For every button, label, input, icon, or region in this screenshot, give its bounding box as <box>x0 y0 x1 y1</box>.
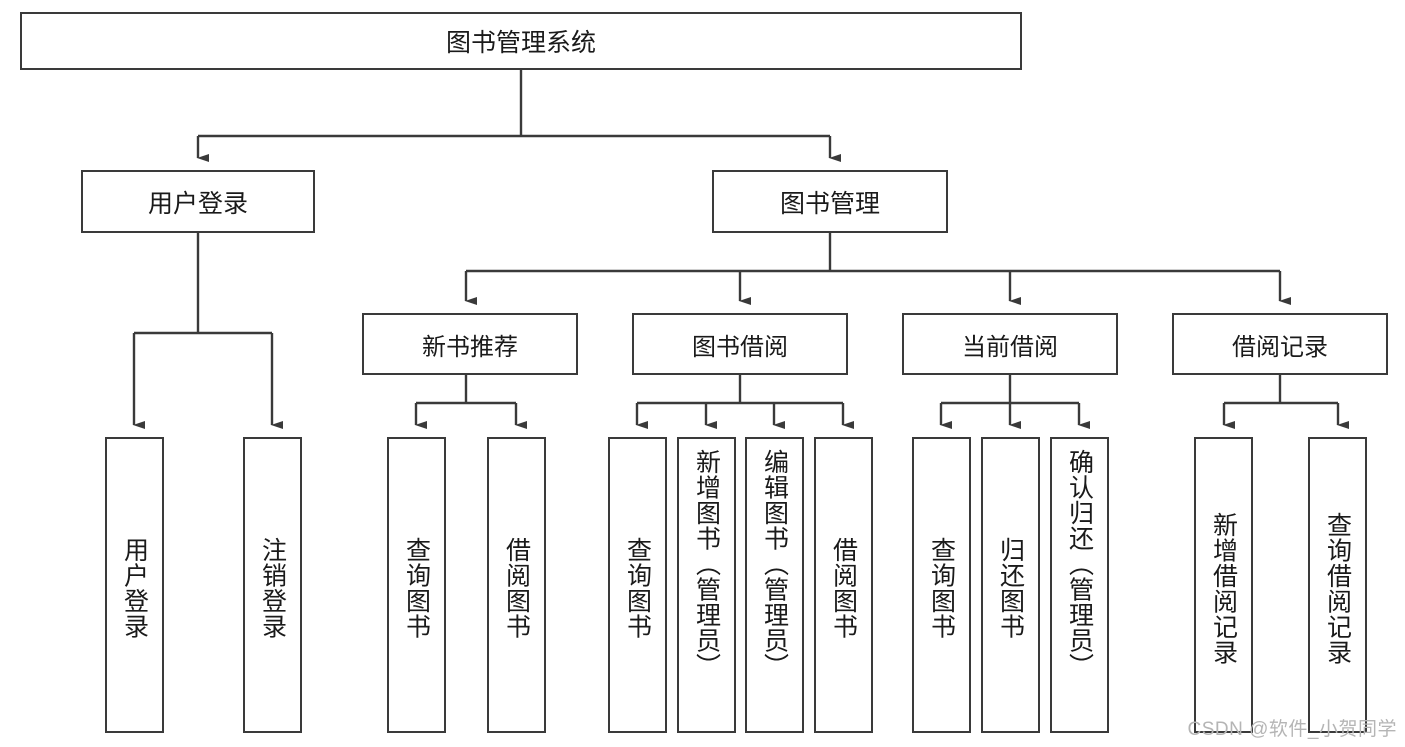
node-leaf-logout-login[interactable]: 注销登录 <box>243 437 302 733</box>
node-leaf-add-book[interactable]: 新增图书（管理员） <box>677 437 736 733</box>
node-leaf-borrow-book-1[interactable]: 借阅图书 <box>487 437 546 733</box>
node-borrow-record[interactable]: 借阅记录 <box>1172 313 1388 375</box>
node-leaf-query-book-1-label: 查询图书 <box>402 537 431 639</box>
csdn-watermark: CSDN @软件_小贺同学 <box>1187 719 1397 740</box>
node-leaf-query-book-1[interactable]: 查询图书 <box>387 437 446 733</box>
node-leaf-add-record[interactable]: 新增借阅记录 <box>1194 437 1253 733</box>
node-new-book-recommend-label: 新书推荐 <box>422 333 518 361</box>
node-leaf-confirm-return[interactable]: 确认归还（管理员） <box>1050 437 1109 733</box>
node-leaf-return-book[interactable]: 归还图书 <box>981 437 1040 733</box>
node-leaf-edit-book[interactable]: 编辑图书（管理员） <box>745 437 804 733</box>
node-leaf-borrow-book-1-label: 借阅图书 <box>502 537 531 639</box>
node-book-borrow-label: 图书借阅 <box>692 333 788 361</box>
node-leaf-query-book-3-label: 查询图书 <box>927 537 956 639</box>
node-leaf-query-book-2-label: 查询图书 <box>623 537 652 639</box>
node-leaf-query-book-3[interactable]: 查询图书 <box>912 437 971 733</box>
node-book-management[interactable]: 图书管理 <box>712 170 948 233</box>
node-book-borrow[interactable]: 图书借阅 <box>632 313 848 375</box>
node-new-book-recommend[interactable]: 新书推荐 <box>362 313 578 375</box>
node-leaf-user-login[interactable]: 用户登录 <box>105 437 164 733</box>
node-leaf-confirm-return-label: 确认归还（管理员） <box>1065 449 1094 679</box>
node-current-borrow-label: 当前借阅 <box>962 333 1058 361</box>
node-book-management-label: 图书管理 <box>779 189 880 218</box>
node-leaf-return-book-label: 归还图书 <box>996 537 1025 639</box>
node-leaf-user-login-label: 用户登录 <box>120 537 149 639</box>
node-leaf-borrow-book-2[interactable]: 借阅图书 <box>814 437 873 733</box>
node-leaf-logout-login-label: 注销登录 <box>258 537 287 639</box>
node-leaf-query-record[interactable]: 查询借阅记录 <box>1308 437 1367 733</box>
node-leaf-query-record-label: 查询借阅记录 <box>1323 511 1352 665</box>
node-root[interactable]: 图书管理系统 <box>20 12 1022 70</box>
node-leaf-borrow-book-2-label: 借阅图书 <box>829 537 858 639</box>
node-leaf-query-book-2[interactable]: 查询图书 <box>608 437 667 733</box>
node-leaf-add-record-label: 新增借阅记录 <box>1209 511 1238 665</box>
node-root-label: 图书管理系统 <box>445 29 596 57</box>
node-leaf-edit-book-label: 编辑图书（管理员） <box>760 449 789 679</box>
node-user-login-label: 用户登录 <box>147 189 248 218</box>
node-borrow-record-label: 借阅记录 <box>1232 333 1328 361</box>
node-current-borrow[interactable]: 当前借阅 <box>902 313 1118 375</box>
node-leaf-add-book-label: 新增图书（管理员） <box>692 449 721 679</box>
node-user-login[interactable]: 用户登录 <box>81 170 315 233</box>
